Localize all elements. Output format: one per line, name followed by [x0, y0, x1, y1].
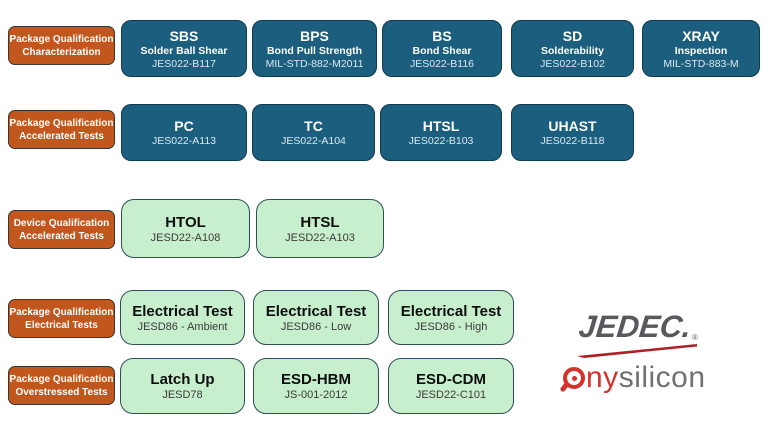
test-title: Electrical Test	[400, 302, 502, 320]
test-standard-code: MIL-STD-882-M2011	[265, 57, 364, 70]
test-standard-code: JS-001-2012	[284, 389, 348, 401]
test-standard-code: JESD22-A103	[285, 231, 355, 244]
test-subtitle: Bond Pull Strength	[266, 44, 363, 57]
row-label-line1: Device Qualification	[13, 217, 110, 229]
test-standard-code: JES022-B118	[540, 135, 605, 147]
test-box-esd-hbm: ESD-HBM JS-001-2012	[253, 358, 379, 414]
test-box-electrical-high: Electrical Test JESD86 - High	[388, 290, 514, 345]
test-standard-code: JES022-B116	[409, 57, 474, 70]
test-box-htsl-package: HTSL JES022-B103	[380, 104, 502, 161]
test-standard-code: JESD86 - Ambient	[137, 320, 228, 333]
test-subtitle: Solderability	[540, 44, 604, 57]
test-box-tc: TC JES022-A104	[252, 104, 375, 161]
jedec-wordmark-row: JEDEC. ®	[577, 309, 704, 344]
test-title: Latch Up	[150, 371, 215, 388]
test-box-xray: XRAY Inspection MIL-STD-883-M	[642, 20, 760, 77]
row-label-package-qualification-overstressed-tests: Package Qualification Overstressed Tests	[8, 366, 115, 405]
test-title: SD	[562, 27, 583, 44]
jedec-swoosh-icon	[577, 344, 697, 358]
test-standard-code: MIL-STD-883-M	[663, 57, 739, 70]
test-title: HTSL	[300, 213, 340, 231]
test-title: XRAY	[682, 27, 720, 44]
row-label-line2: Accelerated Tests	[19, 130, 104, 142]
test-standard-code: JES022-B102	[540, 57, 605, 70]
test-subtitle: Bond Shear	[412, 44, 472, 57]
jedec-wordmark: JEDEC.	[577, 309, 693, 344]
test-title: ESD-HBM	[281, 371, 351, 388]
test-box-latch-up: Latch Up JESD78	[120, 358, 245, 414]
row-label-line2: Characterization	[22, 46, 101, 58]
test-box-electrical-ambient: Electrical Test JESD86 - Ambient	[120, 290, 245, 345]
test-standard-code: JESD86 - Low	[280, 320, 352, 333]
test-box-pc: PC JES022-A113	[121, 104, 247, 161]
row-label-line2: Accelerated Tests	[19, 230, 104, 242]
test-title: Electrical Test	[132, 302, 233, 320]
test-title: HTOL	[165, 213, 206, 231]
test-subtitle: Inspection	[674, 44, 728, 57]
test-title: TC	[304, 118, 323, 134]
anysilicon-ny-text: ny	[586, 361, 619, 394]
test-standard-code: JES022-B117	[151, 57, 216, 70]
test-title: UHAST	[548, 118, 597, 134]
magnifier-a-icon	[563, 367, 585, 389]
test-title: HTSL	[422, 118, 460, 134]
test-box-htol: HTOL JESD22-A108	[121, 199, 250, 258]
test-title: SBS	[169, 27, 199, 44]
row-label-line1: Package Qualification	[9, 306, 114, 318]
row-label-line2: Electrical Tests	[25, 319, 98, 331]
row-label-line1: Package Qualification	[9, 373, 114, 385]
row-label-line2: Overstressed Tests	[15, 386, 108, 398]
test-subtitle: Solder Ball Shear	[140, 44, 228, 57]
test-box-electrical-low: Electrical Test JESD86 - Low	[253, 290, 379, 345]
test-box-uhast: UHAST JES022-B118	[511, 104, 634, 161]
test-title: PC	[174, 118, 194, 134]
row-label-line1: Package Qualification	[9, 33, 114, 45]
test-title: Electrical Test	[265, 302, 367, 320]
test-box-htsl-device: HTSL JESD22-A103	[256, 199, 384, 258]
row-label-package-qualification-electrical-tests: Package Qualification Electrical Tests	[8, 299, 115, 338]
test-standard-code: JES022-A113	[151, 135, 216, 147]
row-label-package-qualification-characterization: Package Qualification Characterization	[8, 26, 115, 65]
anysilicon-silicon-text: silicon	[618, 361, 706, 394]
row-label-line1: Package Qualification	[9, 117, 114, 129]
row-label-package-qualification-accelerated-tests: Package Qualification Accelerated Tests	[8, 110, 115, 149]
test-box-sd: SD Solderability JES022-B102	[511, 20, 634, 77]
test-standard-code: JESD22-C101	[415, 389, 487, 401]
test-box-bps: BPS Bond Pull Strength MIL-STD-882-M2011	[252, 20, 377, 77]
jedec-logo: JEDEC. ®	[577, 309, 704, 358]
test-box-sbs: SBS Solder Ball Shear JES022-B117	[121, 20, 247, 77]
test-standard-code: JESD78	[162, 389, 203, 401]
test-standard-code: JESD86 - High	[414, 320, 488, 333]
test-standard-code: JES022-B103	[408, 135, 474, 147]
test-box-bs: BS Bond Shear JES022-B116	[382, 20, 502, 77]
test-standard-code: JES022-A104	[281, 135, 346, 147]
test-title: BS	[432, 27, 452, 44]
test-standard-code: JESD22-A108	[150, 231, 221, 244]
test-box-esd-cdm: ESD-CDM JESD22-C101	[388, 358, 514, 414]
row-label-device-qualification-accelerated-tests: Device Qualification Accelerated Tests	[8, 210, 115, 249]
test-title: BPS	[300, 27, 329, 44]
test-title: ESD-CDM	[416, 371, 486, 388]
registered-trademark-icon: ®	[691, 333, 698, 342]
